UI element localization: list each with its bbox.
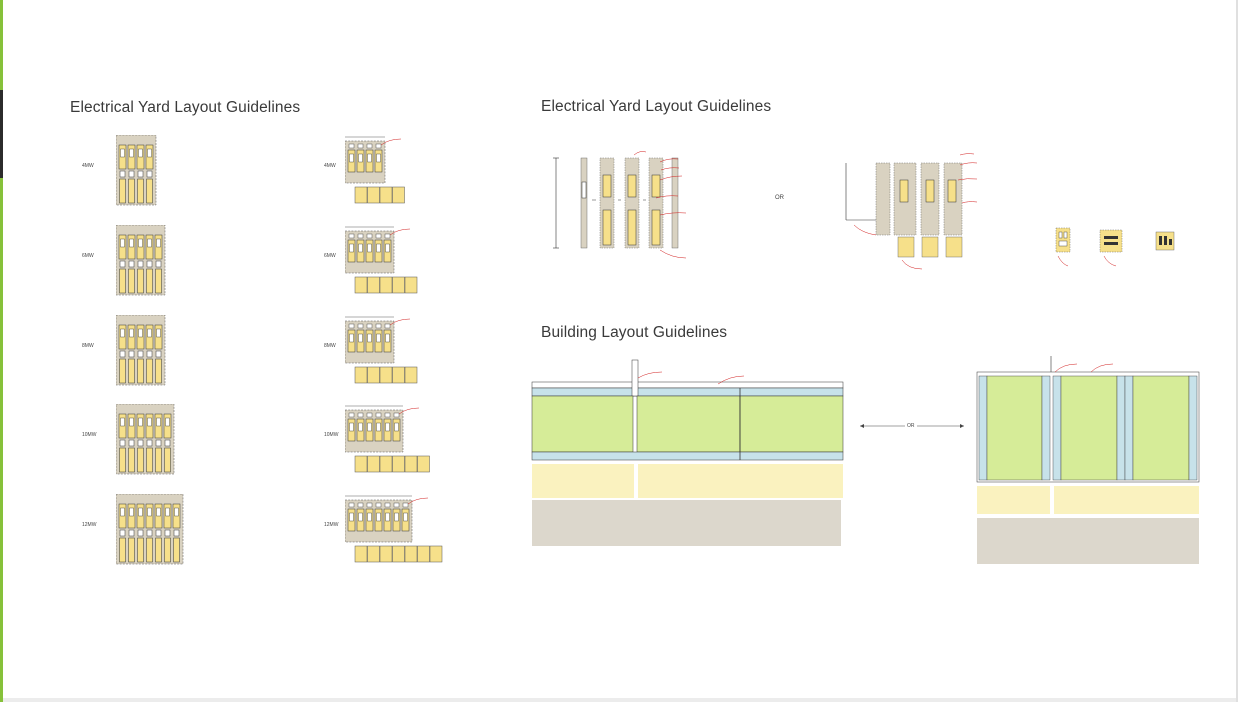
yard-detailed-label: 10MW — [324, 432, 339, 438]
building-title: Building Layout Guidelines — [541, 324, 728, 341]
yard-detail-small-b — [1094, 222, 1126, 277]
yard-block-detailed — [344, 313, 455, 398]
yard-option-label: 4MW — [82, 163, 94, 169]
yard-option-label: 8MW — [82, 343, 94, 349]
yard-block-simple — [115, 403, 196, 484]
yard-detail-small-c — [1154, 230, 1178, 259]
yard-option-label: 12MW — [82, 522, 97, 528]
yard-block-detailed — [344, 402, 455, 487]
yard-block-detailed — [344, 133, 455, 218]
accent-bar-marker — [0, 90, 3, 178]
yard-left-title: Electrical Yard Layout Guidelines — [70, 99, 301, 116]
yard-detailed-label: 6MW — [324, 253, 336, 259]
yard-detailed-label: 12MW — [324, 522, 339, 528]
yard-block-simple — [115, 314, 196, 395]
yard-detail-small-a — [1048, 218, 1078, 278]
yard-block-simple — [115, 224, 196, 305]
yard-block-detailed — [344, 223, 455, 308]
yard-or-label: OR — [775, 195, 784, 201]
yard-option-label: 6MW — [82, 253, 94, 259]
yard-block-detailed — [344, 492, 455, 577]
yard-detail-plan-a — [548, 140, 698, 275]
accent-bar — [0, 0, 3, 702]
yard-detailed-label: 4MW — [324, 163, 336, 169]
yard-detailed-label: 8MW — [324, 343, 336, 349]
yard-block-simple — [115, 493, 196, 574]
building-or-label: OR — [905, 423, 917, 429]
building-plan-b — [975, 352, 1203, 573]
yard-block-simple — [115, 134, 196, 215]
yard-detail-plan-b — [842, 145, 978, 282]
yard-right-title: Electrical Yard Layout Guidelines — [541, 98, 772, 115]
yard-option-label: 10MW — [82, 432, 97, 438]
building-plan-a — [530, 358, 845, 555]
slide-edge — [1236, 0, 1238, 702]
